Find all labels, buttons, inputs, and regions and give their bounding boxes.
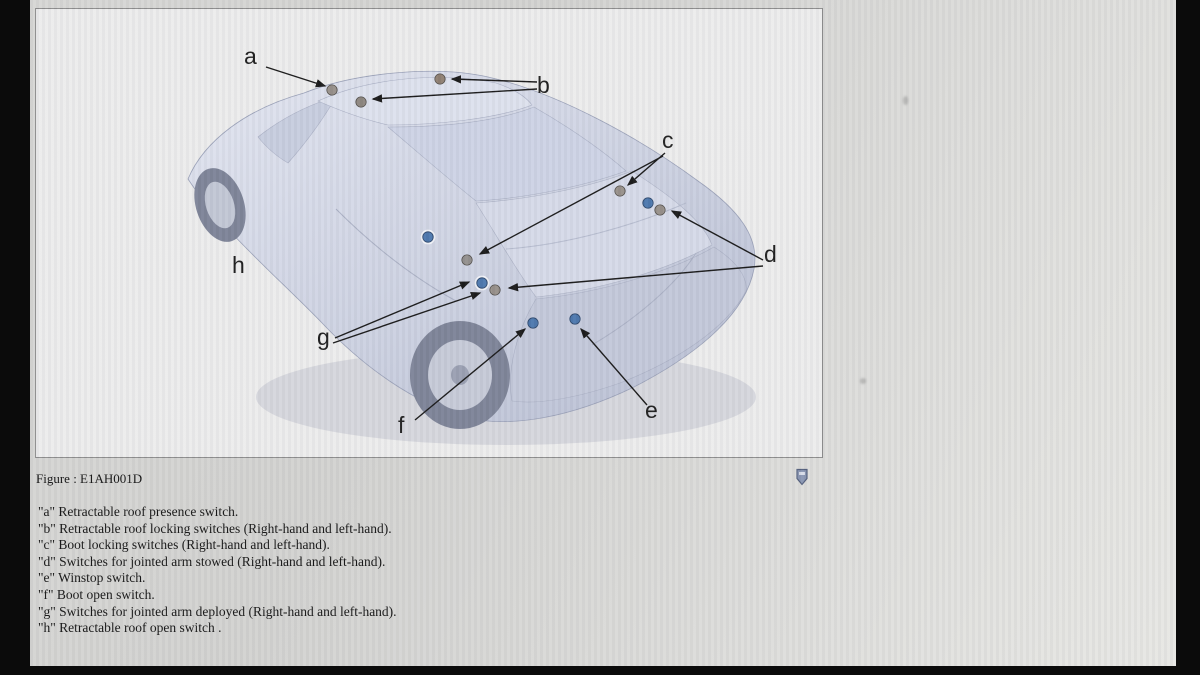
smudge <box>860 378 866 384</box>
legend-item-g: "g" Switches for jointed arm deployed (R… <box>38 603 397 619</box>
callout-b: b <box>537 72 550 98</box>
callout-d: d <box>764 241 777 267</box>
legend-item-e: "e" Winstop switch. <box>38 570 146 586</box>
legend-item-c: "c" Boot locking switches (Right-hand an… <box>38 537 330 553</box>
callout-a: a <box>244 43 257 69</box>
legend-item-a: "a" Retractable roof presence switch. <box>38 504 239 519</box>
legend-item-h: "h" Retractable roof open switch . <box>38 620 222 636</box>
callout-c: c <box>662 127 674 153</box>
legend-item-b: "b" Retractable roof locking switches (R… <box>38 520 392 536</box>
callout-f: f <box>398 412 405 438</box>
bookmark-icon[interactable] <box>795 468 809 486</box>
figure-box: a b c d e f g h <box>35 8 823 458</box>
legend-item-f: "f" Boot open switch. <box>38 586 155 602</box>
document-screen: a b c d e f g h Figure : E1AH001D "a" Re… <box>30 0 1176 666</box>
callout-arrows <box>265 66 764 421</box>
figure-caption: Figure : E1AH001D <box>36 471 143 486</box>
legend: "a" Retractable roof presence switch. "b… <box>38 504 397 637</box>
car-body <box>187 71 756 429</box>
callout-h: h <box>232 252 245 278</box>
car-diagram <box>187 66 764 445</box>
callout-g: g <box>317 324 330 350</box>
legend-item-d: "d" Switches for jointed arm stowed (Rig… <box>38 553 386 569</box>
callout-e: e <box>645 397 658 423</box>
smudge <box>903 96 908 105</box>
switch-markers <box>326 73 666 329</box>
